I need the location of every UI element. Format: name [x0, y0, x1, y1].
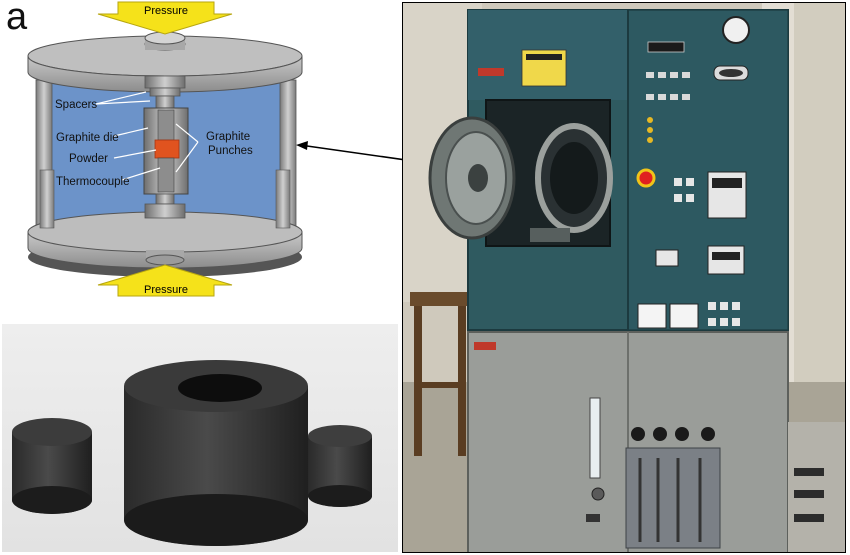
graphite-die-cylinder	[124, 360, 308, 546]
sps-machine-photo	[402, 2, 846, 553]
upper-spacer	[144, 75, 186, 89]
ammeter	[637, 303, 667, 329]
pressure-arrow-bottom	[97, 264, 233, 297]
die-bore	[178, 374, 262, 402]
valve-knobs	[631, 427, 715, 441]
label-thermocouple: Thermocouple	[56, 176, 130, 188]
display-top	[647, 41, 685, 53]
column-post-front-left	[39, 169, 55, 229]
emergency-stop	[636, 168, 656, 188]
label-graphite-die: Graphite die	[56, 132, 119, 144]
top-plate-edge	[27, 55, 303, 93]
side-table	[410, 292, 470, 306]
control-panel	[627, 9, 789, 331]
flowmeter	[589, 397, 601, 479]
pressure-gauge	[722, 16, 750, 44]
brand-badge	[478, 68, 504, 76]
label-graphite-punches: Graphite Punches	[206, 131, 253, 157]
column-post-front-right	[275, 169, 291, 229]
lower-spacer	[144, 203, 186, 219]
powder-sample	[154, 139, 180, 159]
graphite-punch-left	[12, 418, 92, 514]
pressure-label-bottom: Pressure	[144, 284, 188, 296]
pressure-label-top: Pressure	[144, 5, 188, 17]
panel-label-a: a	[6, 0, 28, 38]
cooling-panel	[625, 447, 721, 549]
graphite-punch-right	[308, 425, 372, 507]
graphite-die-photo	[2, 324, 398, 552]
pressure-arrow-top	[97, 1, 233, 35]
voltmeter	[669, 303, 699, 329]
label-spacers: Spacers	[55, 99, 97, 111]
label-powder: Powder	[69, 153, 108, 165]
